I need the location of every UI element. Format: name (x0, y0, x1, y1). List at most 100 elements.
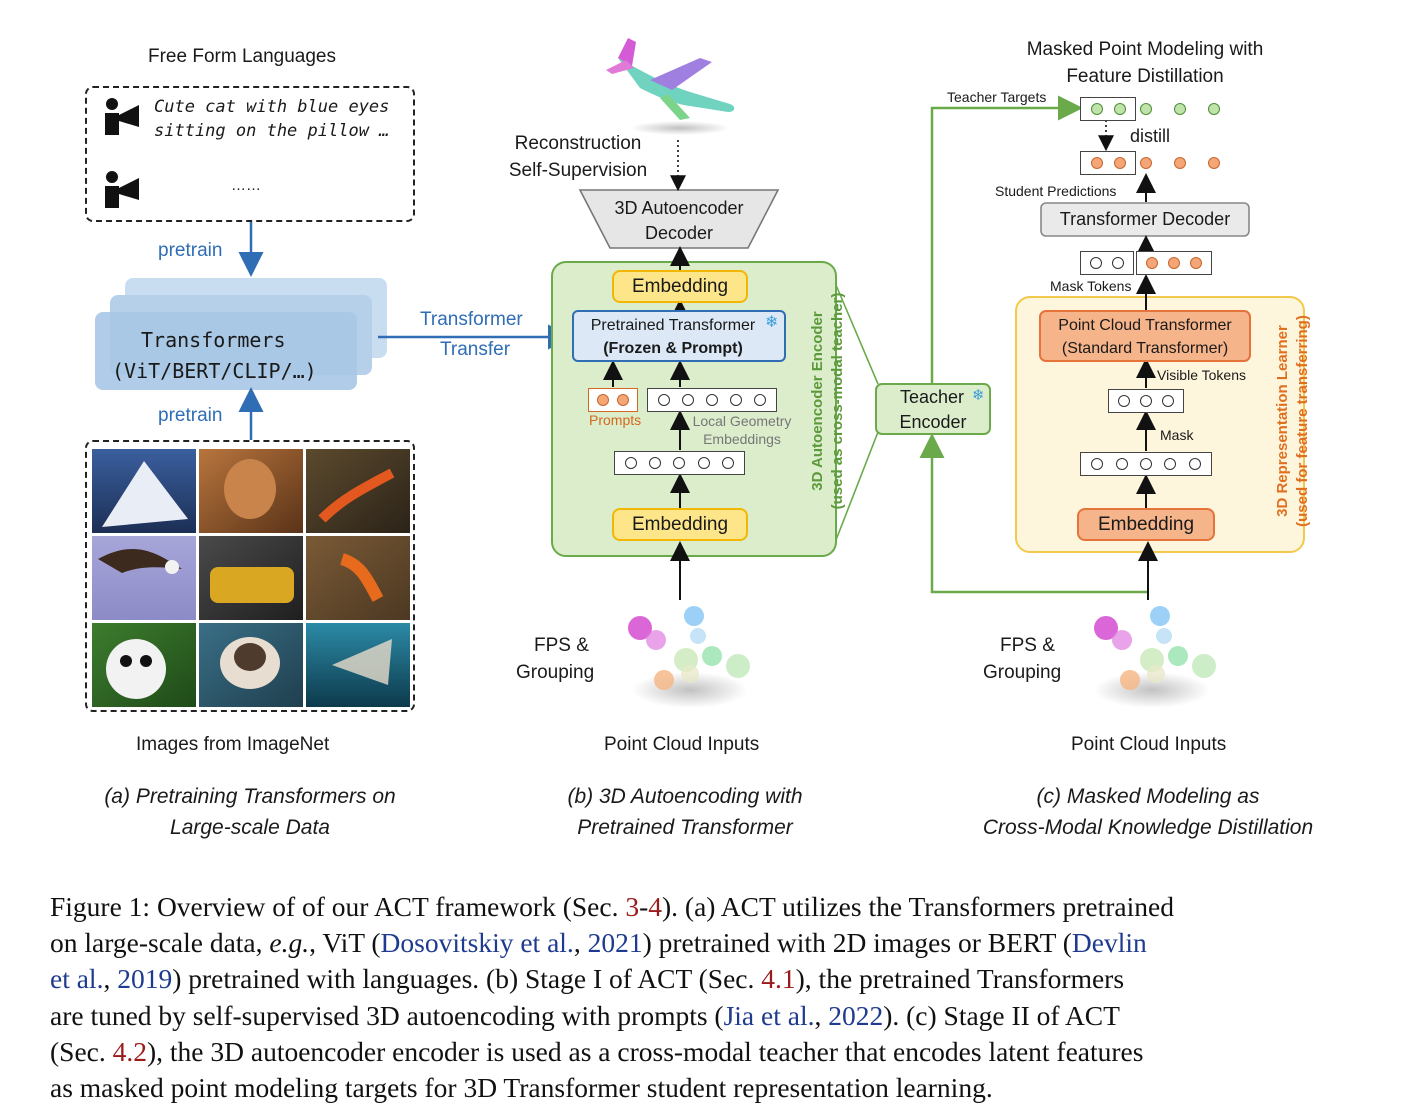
encoded-tokens-row (1136, 251, 1212, 275)
decoder-line2: Decoder (644, 223, 714, 243)
snowflake-icon: ❄ (765, 314, 779, 331)
language-ellipsis: …… (231, 177, 261, 194)
caption-a-line2: Large-scale Data (170, 816, 330, 839)
image-salamander (306, 536, 410, 620)
caption-ref-link[interactable]: 4.2 (112, 1035, 147, 1067)
embedding-c: Embedding (1077, 508, 1215, 541)
transformer-decoder-label: Transformer Decoder (1059, 209, 1231, 229)
caption-a-line1: (a) Pretraining Transformers on (104, 785, 396, 808)
visible-tokens-row (1108, 389, 1184, 413)
decoder-trapezoid (578, 189, 780, 249)
inputs-b-label: Point Cloud Inputs (604, 734, 760, 755)
transformer-stack-front (95, 312, 357, 390)
prompts-label: Prompts (589, 412, 642, 428)
input-to-teacher-path (919, 433, 1148, 594)
caption-line-6: as masked point modeling targets for 3D … (50, 1072, 993, 1104)
fps-b-line2: Grouping (516, 662, 595, 683)
languages-title: Free Form Languages (148, 46, 336, 67)
figure-caption: Figure 1: Overview of of our ACT framewo… (50, 889, 1350, 1106)
citation-link[interactable]: 2022 (828, 999, 884, 1031)
mask-tokens-label: Mask Tokens (1050, 278, 1132, 294)
caption-line-1: Figure 1: Overview of of our ACT framewo… (50, 889, 1350, 925)
caption-text: , (573, 927, 588, 959)
citation-link[interactable]: 2019 (117, 963, 173, 995)
learner-side-line2: (used for feature transferring) (1294, 315, 1311, 527)
citation-link[interactable]: 2021 (587, 927, 643, 959)
transfer-label-line1: Transformer (420, 309, 523, 330)
imagenet-grid (92, 449, 410, 707)
student-pred-tokens (1140, 157, 1220, 169)
pretrained-transformer-line2: (Frozen & Prompt) (603, 340, 743, 357)
funnel-line-top (835, 284, 879, 385)
citation-link[interactable]: Dosovitskiy et al. (380, 927, 574, 959)
image-eagle (92, 536, 196, 620)
caption-line-5: (Sec. 4.2), the 3D autoencoder encoder i… (50, 1034, 1350, 1070)
reconstruction-line2: Self-Supervision (508, 160, 648, 181)
pct-line2: (Standard Transformer) (1061, 340, 1229, 357)
speaker-person-icon (105, 98, 139, 135)
caption-line-4: are tuned by self-supervised 3D autoenco… (50, 998, 1350, 1034)
citation-link[interactable]: Jia et al. (723, 999, 815, 1031)
caption-text: - (639, 891, 649, 922)
learner-side-label: 3D Representation Learner (used for feat… (1258, 310, 1311, 550)
local-geometry-tokens (647, 388, 777, 412)
teacher-encoder-line2: Encoder (899, 412, 967, 432)
language-example-line1: Cute cat with blue eyes (154, 97, 390, 117)
caption-text: on large-scale data, (50, 927, 270, 959)
point-cloud-group-icon (628, 606, 750, 708)
pretrained-transformer-line1: Pretrained Transformer (590, 317, 756, 334)
decoder-line1: 3D Autoencoder (614, 198, 744, 218)
caption-text: e.g. (269, 927, 310, 959)
local-geometry-line2: Embeddings (703, 431, 781, 447)
citation-link[interactable]: et al. (50, 963, 104, 995)
input-tokens-b (614, 451, 745, 475)
embedding-bottom: Embedding (612, 508, 748, 541)
student-predictions-label: Student Predictions (995, 183, 1117, 199)
imagenet-box (85, 440, 415, 712)
caption-b-line2: Pretrained Transformer (577, 816, 793, 839)
encoder-side-line2: (used as cross-modal teacher) (829, 292, 846, 510)
embedding-top: Embedding (612, 270, 748, 303)
pretrain-label-bottom: pretrain (158, 405, 223, 426)
point-cloud-group-icon (1094, 606, 1216, 708)
pretrained-transformer-box (572, 310, 786, 362)
caption-ref-link[interactable]: 4.1 (761, 963, 796, 995)
encoder-side-line1: 3D Autoencoder Encoder (809, 311, 826, 491)
fps-c-line1: FPS & (1000, 635, 1055, 656)
caption-text: ). (c) Stage II of ACT (883, 999, 1120, 1031)
caption-ref-link[interactable]: 4 (648, 891, 662, 922)
snowflake-icon: ❄ (972, 387, 985, 404)
citation-link[interactable]: Devlin (1071, 927, 1147, 959)
transformers-variants: (ViT/BERT/CLIP/…) (112, 359, 317, 383)
transfer-label-line2: Transfer (440, 339, 511, 360)
fps-c-line2: Grouping (983, 662, 1062, 683)
teacher-encoder-line1: Teacher (899, 387, 965, 407)
transformers-label: Transformers (141, 328, 286, 352)
teacher-targets-label: Teacher Targets (947, 89, 1047, 105)
caption-line-2: on large-scale data, e.g., ViT (Dosovits… (50, 925, 1350, 961)
reconstruction-line1: Reconstruction (514, 133, 642, 154)
inputs-c-label: Point Cloud Inputs (1071, 734, 1227, 755)
encoder-side-label: 3D Autoencoder Encoder (used as cross-mo… (793, 290, 846, 540)
panel-c-title-line2: Feature Distillation (1066, 66, 1224, 87)
funnel-line-bottom (835, 431, 879, 541)
caption-c-line2: Cross-Modal Knowledge Distillation (982, 816, 1314, 839)
fps-b-line1: FPS & (534, 635, 589, 656)
pct-box (1039, 310, 1251, 362)
prompt-tokens (588, 388, 638, 412)
teacher-targets-path (930, 95, 1083, 384)
imagenet-label: Images from ImageNet (136, 734, 330, 755)
caption-line-3: et al., 2019) pretrained with languages.… (50, 961, 1350, 997)
caption-text: , ViT ( (309, 927, 381, 959)
caption-text: Figure 1: Overview of of our ACT framewo… (50, 891, 626, 922)
mask-tokens-row (1080, 251, 1134, 275)
caption-text: ) pretrained with languages. (b) Stage I… (172, 963, 762, 995)
pretrain-label-top: pretrain (158, 240, 223, 261)
caption-c-line1: (c) Masked Modeling as (1036, 785, 1260, 808)
pct-line1: Point Cloud Transformer (1058, 317, 1232, 334)
caption-text: are tuned by self-supervised 3D autoenco… (50, 999, 724, 1031)
student-pred-tokens-boxed (1080, 151, 1136, 175)
visible-tokens-label: Visible Tokens (1157, 367, 1246, 383)
caption-ref-link[interactable]: 3 (625, 891, 640, 922)
distill-label: distill (1130, 126, 1171, 146)
